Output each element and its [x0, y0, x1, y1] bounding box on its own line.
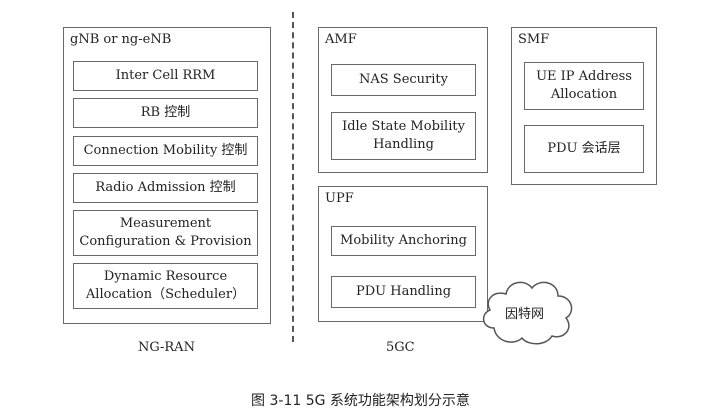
- gnb-function-inter-cell-rrm: Inter Cell RRM: [73, 61, 258, 91]
- gnb-function-dynamic-resource-allocation: Dynamic Resource Allocation（Scheduler）: [73, 263, 258, 309]
- ng-ran-label: NG-RAN: [138, 340, 195, 355]
- upf-function-pdu-handling: PDU Handling: [331, 276, 476, 308]
- smf-title: SMF: [518, 32, 550, 47]
- internet-label: 因特网: [505, 307, 545, 322]
- figure-caption: 图 3-11 5G 系统功能架构划分示意: [251, 393, 470, 409]
- gnb-function-rb-control: RB 控制: [73, 98, 258, 128]
- gnb-function-radio-admission-control: Radio Admission 控制: [73, 173, 258, 203]
- upf-title: UPF: [325, 191, 354, 206]
- gnb-function-connection-mobility-control: Connection Mobility 控制: [73, 136, 258, 166]
- amf-function-nas-security: NAS Security: [331, 64, 476, 96]
- internet-cloud-icon: [482, 281, 573, 345]
- amf-function-idle-state-mobility: Idle State Mobility Handling: [331, 112, 476, 160]
- upf-function-mobility-anchoring: Mobility Anchoring: [331, 226, 476, 256]
- amf-title: AMF: [325, 32, 357, 47]
- 5gc-label: 5GC: [386, 340, 415, 355]
- gnb-function-measurement-configuration: Measurement Configuration & Provision: [73, 210, 258, 256]
- gnb-title: gNB or ng-eNB: [70, 32, 172, 47]
- smf-function-ue-ip-allocation: UE IP Address Allocation: [524, 62, 644, 110]
- smf-function-pdu-session: PDU 会话层: [524, 125, 644, 173]
- ran-core-divider: [292, 12, 294, 342]
